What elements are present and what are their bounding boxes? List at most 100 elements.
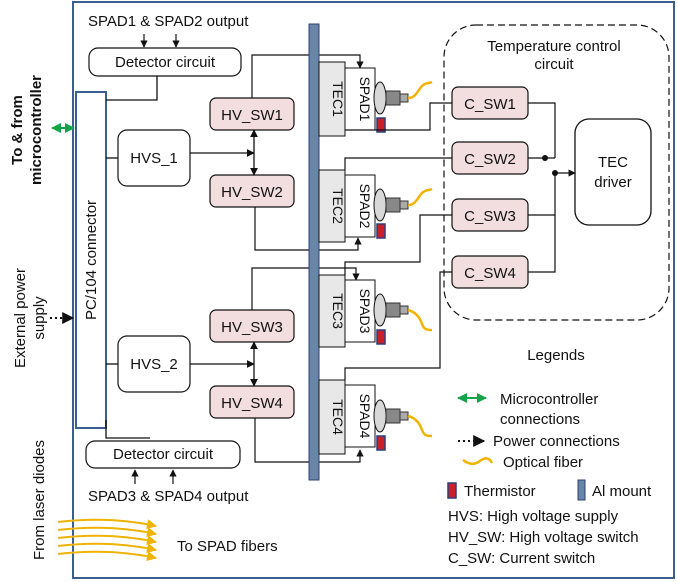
legend-mount-label: Al mount (592, 483, 652, 500)
hv-switch-2: HV_SW2 (209, 174, 295, 208)
hv-switch-3: HV_SW3 (209, 309, 295, 343)
legend-hvs-definition: HVS: High voltage supply (448, 508, 619, 525)
legend-micro-label-1: Microcontroller (500, 391, 598, 408)
wire (528, 173, 556, 216)
hv-switch-3-label: HV_SW3 (221, 319, 283, 336)
optical-fiber (407, 414, 433, 438)
spad-assembly-4: TEC4 SPAD4 (318, 379, 433, 455)
current-switch-1: C_SW1 (451, 86, 529, 120)
tec-4 (318, 379, 346, 455)
pc104-connector (75, 91, 107, 429)
legend-mount-swatch (577, 479, 586, 501)
fiber-ferrule (399, 411, 409, 421)
fiber-connector (385, 197, 401, 213)
to-spad-fibers-label: To SPAD fibers (177, 538, 278, 555)
spad-1-label: SPAD1 (357, 77, 373, 122)
detector-circuit-top-label: Detector circuit (115, 54, 216, 71)
thermistor-2 (376, 223, 386, 239)
optical-fiber (407, 187, 433, 207)
wire (344, 214, 452, 275)
wire (528, 102, 556, 158)
optical-fiber (407, 308, 433, 332)
spad-4-label: SPAD4 (357, 394, 373, 439)
hv-switch-2-label: HV_SW2 (221, 184, 283, 201)
tec-2 (318, 169, 346, 243)
detector-circuit-bottom (85, 440, 241, 469)
temperature-control-title-1: Temperature control (487, 38, 620, 55)
tec-driver-label-2: driver (594, 174, 632, 191)
wire (344, 157, 452, 170)
thermistor-3 (376, 329, 386, 345)
legends-title: Legends (527, 347, 585, 364)
wire (105, 420, 150, 439)
temperature-control-title-2: circuit (534, 56, 574, 73)
fiber-connector (385, 90, 401, 106)
detector-circuit-top (88, 47, 242, 77)
wire (106, 76, 158, 101)
wire (254, 418, 364, 463)
spad-3-label: SPAD3 (357, 289, 373, 334)
wire (528, 215, 556, 273)
tec-3-label: TEC3 (330, 293, 346, 329)
spad-assembly-3: TEC3 SPAD3 (318, 274, 433, 348)
spad-1 (344, 67, 376, 131)
current-switch-2-label: C_SW2 (464, 151, 516, 168)
current-switch-2: C_SW2 (451, 141, 529, 175)
hvs-2-label: HVS_2 (130, 356, 178, 373)
tec-4-label: TEC4 (330, 399, 346, 435)
current-switch-4: C_SW4 (451, 255, 529, 289)
fiber-ferrule (399, 200, 409, 210)
fiber-ferrule (399, 93, 409, 103)
hv-switch-1: HV_SW1 (209, 97, 295, 131)
pc104-connector-label: PC/104 connector (83, 200, 100, 320)
wire (254, 207, 362, 251)
legend-micro-label-2: connections (500, 411, 580, 428)
fiber-connector (385, 302, 401, 318)
junction-dot (552, 170, 558, 176)
thermistor-4 (376, 435, 386, 451)
spad-3 (344, 279, 376, 343)
fiber-ferrule (399, 305, 409, 315)
tec-1 (318, 61, 346, 137)
laser-side-label: From laser diodes (31, 440, 48, 560)
hvs-1-label: HVS_1 (130, 150, 178, 167)
detector-bottom-output-label: SPAD3 & SPAD4 output (88, 488, 249, 505)
current-switch-1-label: C_SW1 (464, 96, 516, 113)
spad-2-label: SPAD2 (357, 184, 373, 229)
tec-driver-label-1: TEC (598, 154, 628, 171)
tec-1-label: TEC1 (330, 81, 346, 117)
legend-csw-definition: C_SW: Current switch (448, 550, 595, 567)
junction-dot (542, 155, 548, 161)
board-frame (72, 1, 675, 579)
wire (251, 54, 364, 98)
fiber-connector (385, 408, 401, 424)
lens (373, 399, 387, 433)
legend-thermistor-label: Thermistor (464, 483, 536, 500)
tec-driver (574, 118, 652, 226)
legend-fiber-swatch (462, 457, 494, 465)
lens (373, 81, 387, 115)
optical-fiber (407, 80, 433, 100)
current-switch-4-label: C_SW4 (464, 265, 516, 282)
legend-thermistor-swatch (447, 482, 457, 499)
hv-switch-4-label: HV_SW4 (221, 395, 283, 412)
detector-circuit-bottom-label: Detector circuit (113, 446, 214, 463)
al-mount-bar (308, 23, 320, 481)
hv-switch-1-label: HV_SW1 (221, 107, 283, 124)
legend-power-label: Power connections (493, 433, 620, 450)
spad-assembly-1: TEC1 SPAD1 (318, 61, 433, 137)
detector-top-output-label: SPAD1 & SPAD2 output (88, 13, 249, 30)
legend-fiber-label: Optical fiber (503, 454, 583, 471)
legend-hvsw-definition: HV_SW: High voltage switch (448, 529, 639, 546)
wire (251, 267, 360, 310)
lens (373, 188, 387, 222)
current-switch-3: C_SW3 (451, 198, 529, 232)
lens (373, 293, 387, 327)
tec-2-label: TEC2 (330, 188, 346, 224)
spad-assembly-2: TEC2 SPAD2 (318, 169, 433, 243)
wire (345, 102, 452, 131)
thermistor-1 (376, 117, 386, 133)
